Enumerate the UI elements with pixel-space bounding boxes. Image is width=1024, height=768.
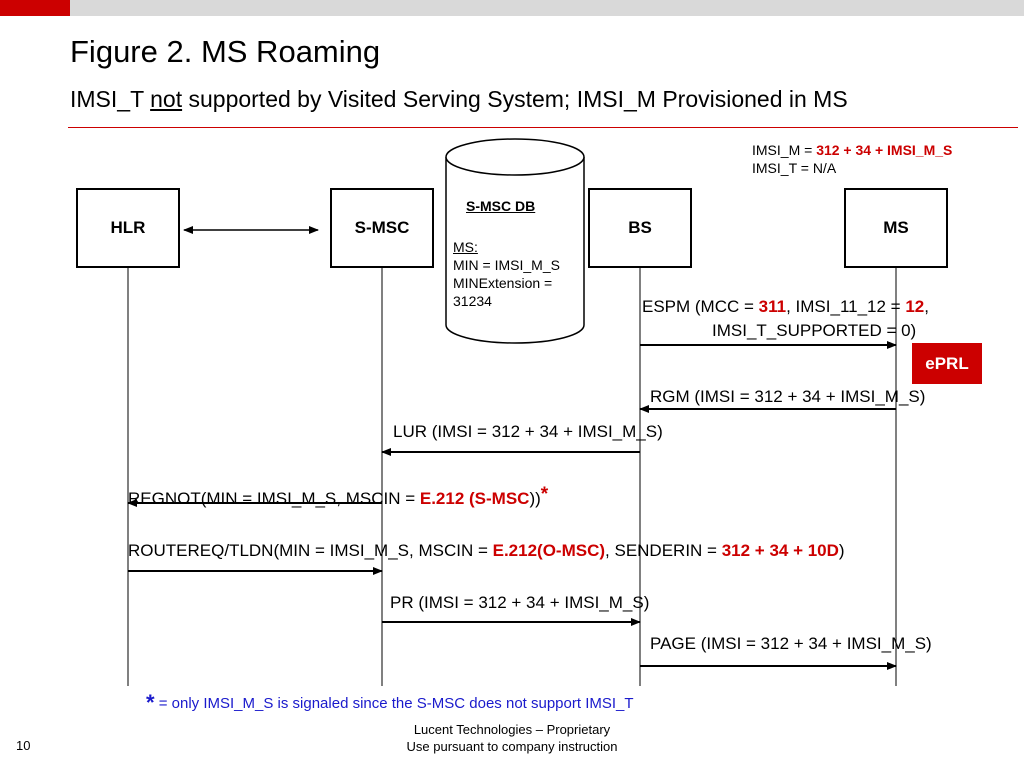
footer-line2: Use pursuant to company instruction	[406, 739, 618, 754]
routereq-part-a: ROUTEREQ/TLDN(MIN = IMSI_M_S, MSCIN =	[128, 541, 493, 560]
imsi-t-info: IMSI_T = N/A	[752, 160, 837, 176]
espm-part-a: ESPM (MCC =	[642, 297, 759, 316]
espm-part-e: ,	[924, 297, 929, 316]
footnote-star: *	[146, 690, 155, 715]
footer: Lucent Technologies – Proprietary Use pu…	[380, 721, 644, 755]
subtitle-underlined: not	[150, 86, 183, 112]
slide-subtitle: IMSI_T not supported by Visited Serving …	[70, 86, 848, 113]
smsc-label: S-MSC	[354, 218, 410, 237]
espm-label: ESPM (MCC = 311, IMSI_11_12 = 12,	[642, 297, 929, 317]
subtitle-post: supported by Visited Serving System; IMS…	[182, 86, 848, 112]
routereq-part-e: )	[838, 541, 845, 560]
regnot-part-c: ))	[529, 489, 541, 508]
page-label: PAGE (IMSI = 312 + 34 + IMSI_M_S)	[650, 634, 932, 653]
regnot-mscin-value: E.212 (S-MSC	[419, 489, 530, 508]
footer-line1: Lucent Technologies – Proprietary	[413, 722, 611, 737]
espm-part-c: , IMSI_11_12 =	[786, 297, 906, 316]
db-content: MS: MIN = IMSI_M_S MINExtension = 31234	[453, 238, 560, 310]
pr-label: PR (IMSI = 312 + 34 + IMSI_M_S)	[390, 593, 650, 612]
ms-provisioning-info: IMSI_M = 312 + 34 + IMSI_M_S IMSI_T = N/…	[752, 141, 952, 177]
regnot-label: REGNOT(MIN = IMSI_M_S, MSCIN = E.212 (S-…	[128, 484, 548, 509]
hlr-label: HLR	[110, 218, 146, 237]
slide-title: Figure 2. MS Roaming	[70, 34, 381, 69]
page-number: 10	[16, 738, 31, 753]
bs-label: BS	[628, 218, 652, 237]
imsi-m-label: IMSI_M =	[752, 142, 817, 158]
subtitle-pre: IMSI_T	[70, 86, 151, 112]
db-title: S-MSC DB	[466, 198, 536, 214]
routereq-part-c: , SENDERIN =	[605, 541, 722, 560]
eprl-badge: ePRL	[912, 343, 982, 384]
ms-label: MS	[883, 218, 909, 237]
routereq-label: ROUTEREQ/TLDN(MIN = IMSI_M_S, MSCIN = E.…	[128, 541, 845, 561]
title-rule	[68, 127, 1018, 128]
top-bar-accent	[0, 0, 70, 16]
rgm-label: RGM (IMSI = 312 + 34 + IMSI_M_S)	[650, 387, 926, 406]
espm-imsi1112-value: 12	[905, 297, 925, 316]
ms-box: MS	[844, 188, 948, 268]
regnot-part-a: REGNOT(MIN = IMSI_M_S, MSCIN =	[128, 489, 420, 508]
db-line2: MINExtension =	[453, 275, 553, 291]
db-ms-label: MS:	[453, 239, 478, 255]
smsc-box: S-MSC	[330, 188, 434, 268]
bs-box: BS	[588, 188, 692, 268]
hlr-box: HLR	[76, 188, 180, 268]
footnote: * = only IMSI_M_S is signaled since the …	[146, 690, 634, 716]
routereq-senderin-value: 312 + 34 + 10D	[721, 541, 839, 560]
top-bar	[70, 0, 1024, 16]
db-line3: 31234	[453, 293, 492, 309]
espm-mcc-value: 311	[758, 297, 787, 316]
routereq-mscin-value: E.212(O-MSC)	[492, 541, 606, 560]
lur-label: LUR (IMSI = 312 + 34 + IMSI_M_S)	[393, 422, 663, 441]
regnot-star: *	[540, 484, 549, 505]
smsc-db-cylinder	[445, 138, 585, 344]
espm-label-line2: IMSI_T_SUPPORTED = 0)	[712, 321, 917, 340]
footnote-text: = only IMSI_M_S is signaled since the S-…	[154, 695, 634, 712]
db-line1: MIN = IMSI_M_S	[453, 257, 560, 273]
imsi-m-value: 312 + 34 + IMSI_M_S	[816, 142, 953, 158]
